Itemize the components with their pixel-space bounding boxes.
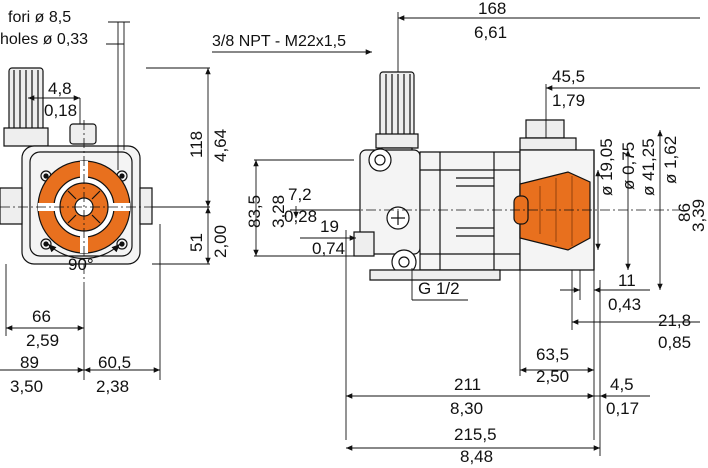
side-view (330, 72, 680, 280)
dim-1-79: 1,79 (552, 91, 586, 110)
dim-83-5: 83,5 (245, 194, 264, 228)
dim-2-38: 2,38 (96, 377, 130, 396)
dim-0-17: 0,17 (606, 399, 640, 418)
holes-label-it: fori ø 8,5 (8, 9, 72, 26)
dim-211: 211 (454, 375, 482, 394)
dim-21-8: 21,8 (658, 311, 692, 330)
thread-label: 3/8 NPT - M22x1,5 (212, 33, 346, 50)
front-view (0, 68, 160, 290)
dim-2-00: 2,00 (211, 224, 230, 258)
dim-6-61: 6,61 (474, 23, 508, 42)
dim-11: 11 (618, 271, 636, 290)
dim-118: 118 (187, 130, 206, 158)
dim-2-59: 2,59 (26, 331, 60, 350)
dim-0-74: 0,74 (312, 239, 346, 258)
dim-2-50: 2,50 (536, 367, 570, 386)
dim-45-5: 45,5 (552, 67, 586, 86)
dim-0-28: 0,28 (284, 207, 318, 226)
dim-8-30: 8,30 (450, 399, 484, 418)
dim-7-2: 7,2 (288, 185, 312, 204)
dim-dia-0-75: ø 0,75 (619, 141, 638, 190)
dim-66: 66 (32, 307, 51, 326)
dim-215-5: 215,5 (454, 425, 497, 444)
dim-dia-1-62: ø 1,62 (661, 135, 680, 184)
dim-0-43: 0,43 (608, 295, 642, 314)
holes-label-en: holes ø 0,33 (0, 31, 89, 48)
dim-51: 51 (187, 233, 206, 252)
dim-dia-41-25: ø 41,25 (639, 138, 658, 196)
dim-3-50: 3,50 (10, 377, 44, 396)
dim-4-64: 4,64 (211, 128, 230, 162)
dim-19: 19 (320, 217, 339, 236)
side-view-dimensions (212, 12, 700, 456)
dim-168: 168 (478, 0, 507, 18)
dim-4-8: 4,8 (48, 79, 72, 98)
dim-4-5: 4,5 (610, 375, 634, 394)
dim-3-39: 3,39 (689, 198, 708, 232)
dim-63-5: 63,5 (536, 345, 570, 364)
dim-89: 89 (20, 353, 39, 372)
inlet-label: G 1/2 (418, 279, 460, 298)
dim-60-5: 60,5 (98, 353, 132, 372)
dim-0-18: 0,18 (44, 101, 78, 120)
angle-label: 90° (68, 255, 94, 274)
dim-8-48: 8,48 (460, 447, 494, 466)
front-view-dimensions (0, 22, 211, 380)
dim-0-85: 0,85 (658, 333, 692, 352)
dim-dia-19-05: ø 19,05 (597, 138, 616, 196)
